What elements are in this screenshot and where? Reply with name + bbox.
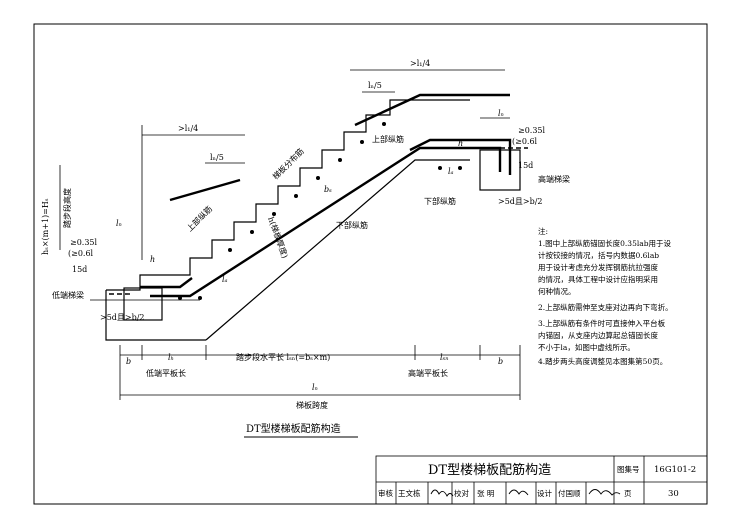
label-high-plat: 高端平板长	[408, 368, 448, 378]
check-name: 张 明	[477, 489, 494, 498]
label-06-left: (≥0.6l	[68, 249, 94, 258]
note-line: 4.踏步两头高度调整见本图集第50页。	[538, 356, 667, 366]
label-l: lₙ	[312, 383, 318, 392]
note-line: 3.上部纵筋有条件时可直接伸入平台板	[538, 318, 666, 328]
label-la-left: lₐ	[222, 275, 228, 284]
label-ln-fifth-left: lₙ/5	[210, 153, 224, 162]
label-top-bar-right: 上部纵筋	[372, 134, 404, 144]
review-name: 王文栋	[398, 488, 421, 498]
label-06-right: (≥0.6l	[512, 137, 538, 146]
page-label: 页	[624, 489, 632, 498]
label-span: 梯板跨度	[296, 400, 328, 410]
label-anchor-right: >5d且>b/2	[498, 197, 543, 206]
label-h-right: h	[458, 139, 463, 148]
label-l1-quarter-right: >l₁/4	[410, 59, 430, 68]
check-label: 校对	[454, 488, 469, 498]
label-ln-left: lₙ	[116, 219, 122, 228]
atlas-number: 16G101-2	[654, 465, 696, 475]
label-step-height: 踏步段高度	[62, 188, 72, 228]
design-name: 付国顺	[558, 488, 581, 498]
title-block	[375, 455, 708, 505]
label-bs: bₛ	[324, 185, 332, 194]
label-15d-right: 15d	[518, 161, 533, 170]
figure-caption: DT型楼梯板配筋构造	[246, 422, 341, 435]
review-label: 审核	[378, 488, 393, 498]
signatures	[430, 489, 621, 497]
label-la-right: lₐ	[448, 167, 454, 176]
dimension-lines	[59, 69, 521, 400]
label-slab-thickness: h(梯板厚度)	[266, 215, 290, 259]
note-line: 的情况，具体工程中设计应指明采用	[538, 274, 658, 284]
label-ln-fifth-right: lₙ/5	[368, 81, 382, 90]
label-l1-quarter-left: >l₁/4	[178, 124, 198, 133]
label-15d-left: 15d	[72, 265, 87, 274]
sheet-border	[33, 23, 708, 505]
label-h-left: h	[150, 255, 155, 264]
rebars	[140, 93, 512, 298]
dashed-bars	[106, 147, 528, 295]
label-high-beam: 高端梯梁	[538, 174, 570, 184]
label-low-beam: 低端梯梁	[52, 290, 84, 300]
label-low-plat: 低端平板长	[146, 368, 186, 378]
label-bottom-bar-right: 下部纵筋	[424, 196, 456, 206]
label-b-left: b	[126, 357, 131, 366]
label-total-height: hₛ×(m+1)=Hₛ	[41, 198, 50, 255]
note-line: 1.图中上部纵筋锚固长度0.35lab用于设	[538, 238, 672, 248]
page-number: 30	[668, 489, 679, 499]
atlas-label: 图集号	[617, 464, 640, 474]
note-line: 用于设计考虑充分发挥钢筋抗拉强度	[538, 262, 658, 272]
note-line: 2.上部纵筋需伸至支座对边再向下弯折。	[538, 302, 673, 312]
notes-heading: 注:	[538, 226, 548, 236]
label-lsn: lₛₙ	[440, 353, 449, 362]
dist-dots	[178, 122, 462, 300]
label-ln-right: lₙ	[498, 109, 504, 118]
note-line: 计按铰接的情况，括号内数据0.6lab	[538, 250, 659, 260]
label-b-right: b	[498, 357, 503, 366]
label-035-left: ≥0.35l	[70, 238, 98, 247]
note-line: 内锚固，从支座内边算起总锚固长度	[538, 330, 658, 340]
design-label: 设计	[537, 488, 552, 498]
label-anchor-left: >5d且>b/2	[100, 313, 145, 322]
label-step-horiz: 踏步段水平长 lₛₙ(=bₛ×m)	[236, 352, 330, 362]
titleblock-title: DT型楼梯板配筋构造	[428, 462, 551, 478]
label-lh: lₕ	[168, 353, 174, 362]
label-bottom-bar-mid: 下部纵筋	[336, 220, 368, 230]
label-035-right: ≥0.35l	[518, 126, 546, 135]
label-top-bar-left: 上部纵筋	[184, 204, 214, 234]
stair-outline	[105, 99, 521, 341]
note-line: 不小于la，如图中虚线所示。	[538, 342, 635, 352]
note-line: 何种情况。	[538, 286, 576, 296]
